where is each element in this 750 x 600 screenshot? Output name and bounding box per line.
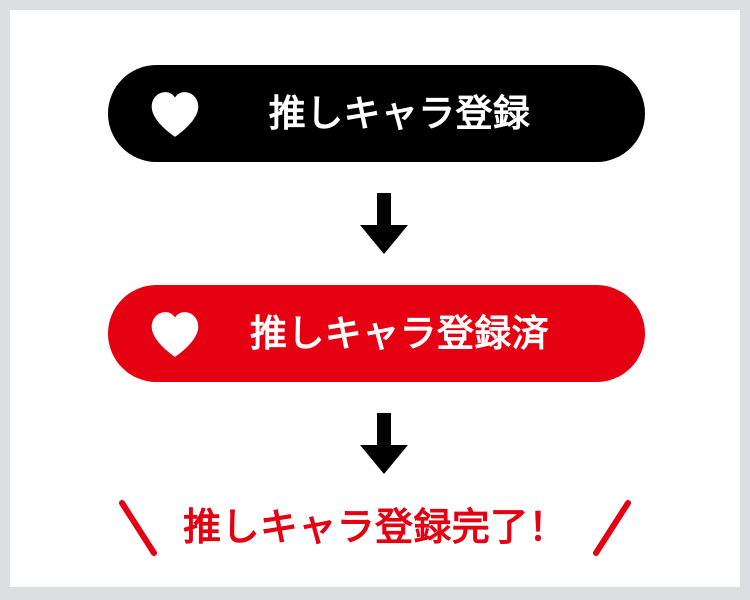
slash-right-icon xyxy=(589,497,635,559)
arrow-down-icon xyxy=(355,193,413,255)
arrow-down-icon xyxy=(355,413,413,475)
registered-button[interactable]: 推しキャラ登録済 xyxy=(108,285,645,382)
completion-text: 推しキャラ登録完了！ xyxy=(183,507,567,549)
register-button-label: 推しキャラ登録 xyxy=(268,93,531,134)
slash-left-icon xyxy=(115,497,161,559)
heart-icon xyxy=(148,87,202,141)
diagram-canvas: 推しキャラ登録 推しキャラ登録済 xyxy=(10,10,740,587)
completion-banner: 推しキャラ登録完了！ xyxy=(10,488,740,568)
heart-icon xyxy=(148,307,202,361)
registered-button-label: 推しキャラ登録済 xyxy=(250,313,549,354)
register-button[interactable]: 推しキャラ登録 xyxy=(108,65,645,162)
